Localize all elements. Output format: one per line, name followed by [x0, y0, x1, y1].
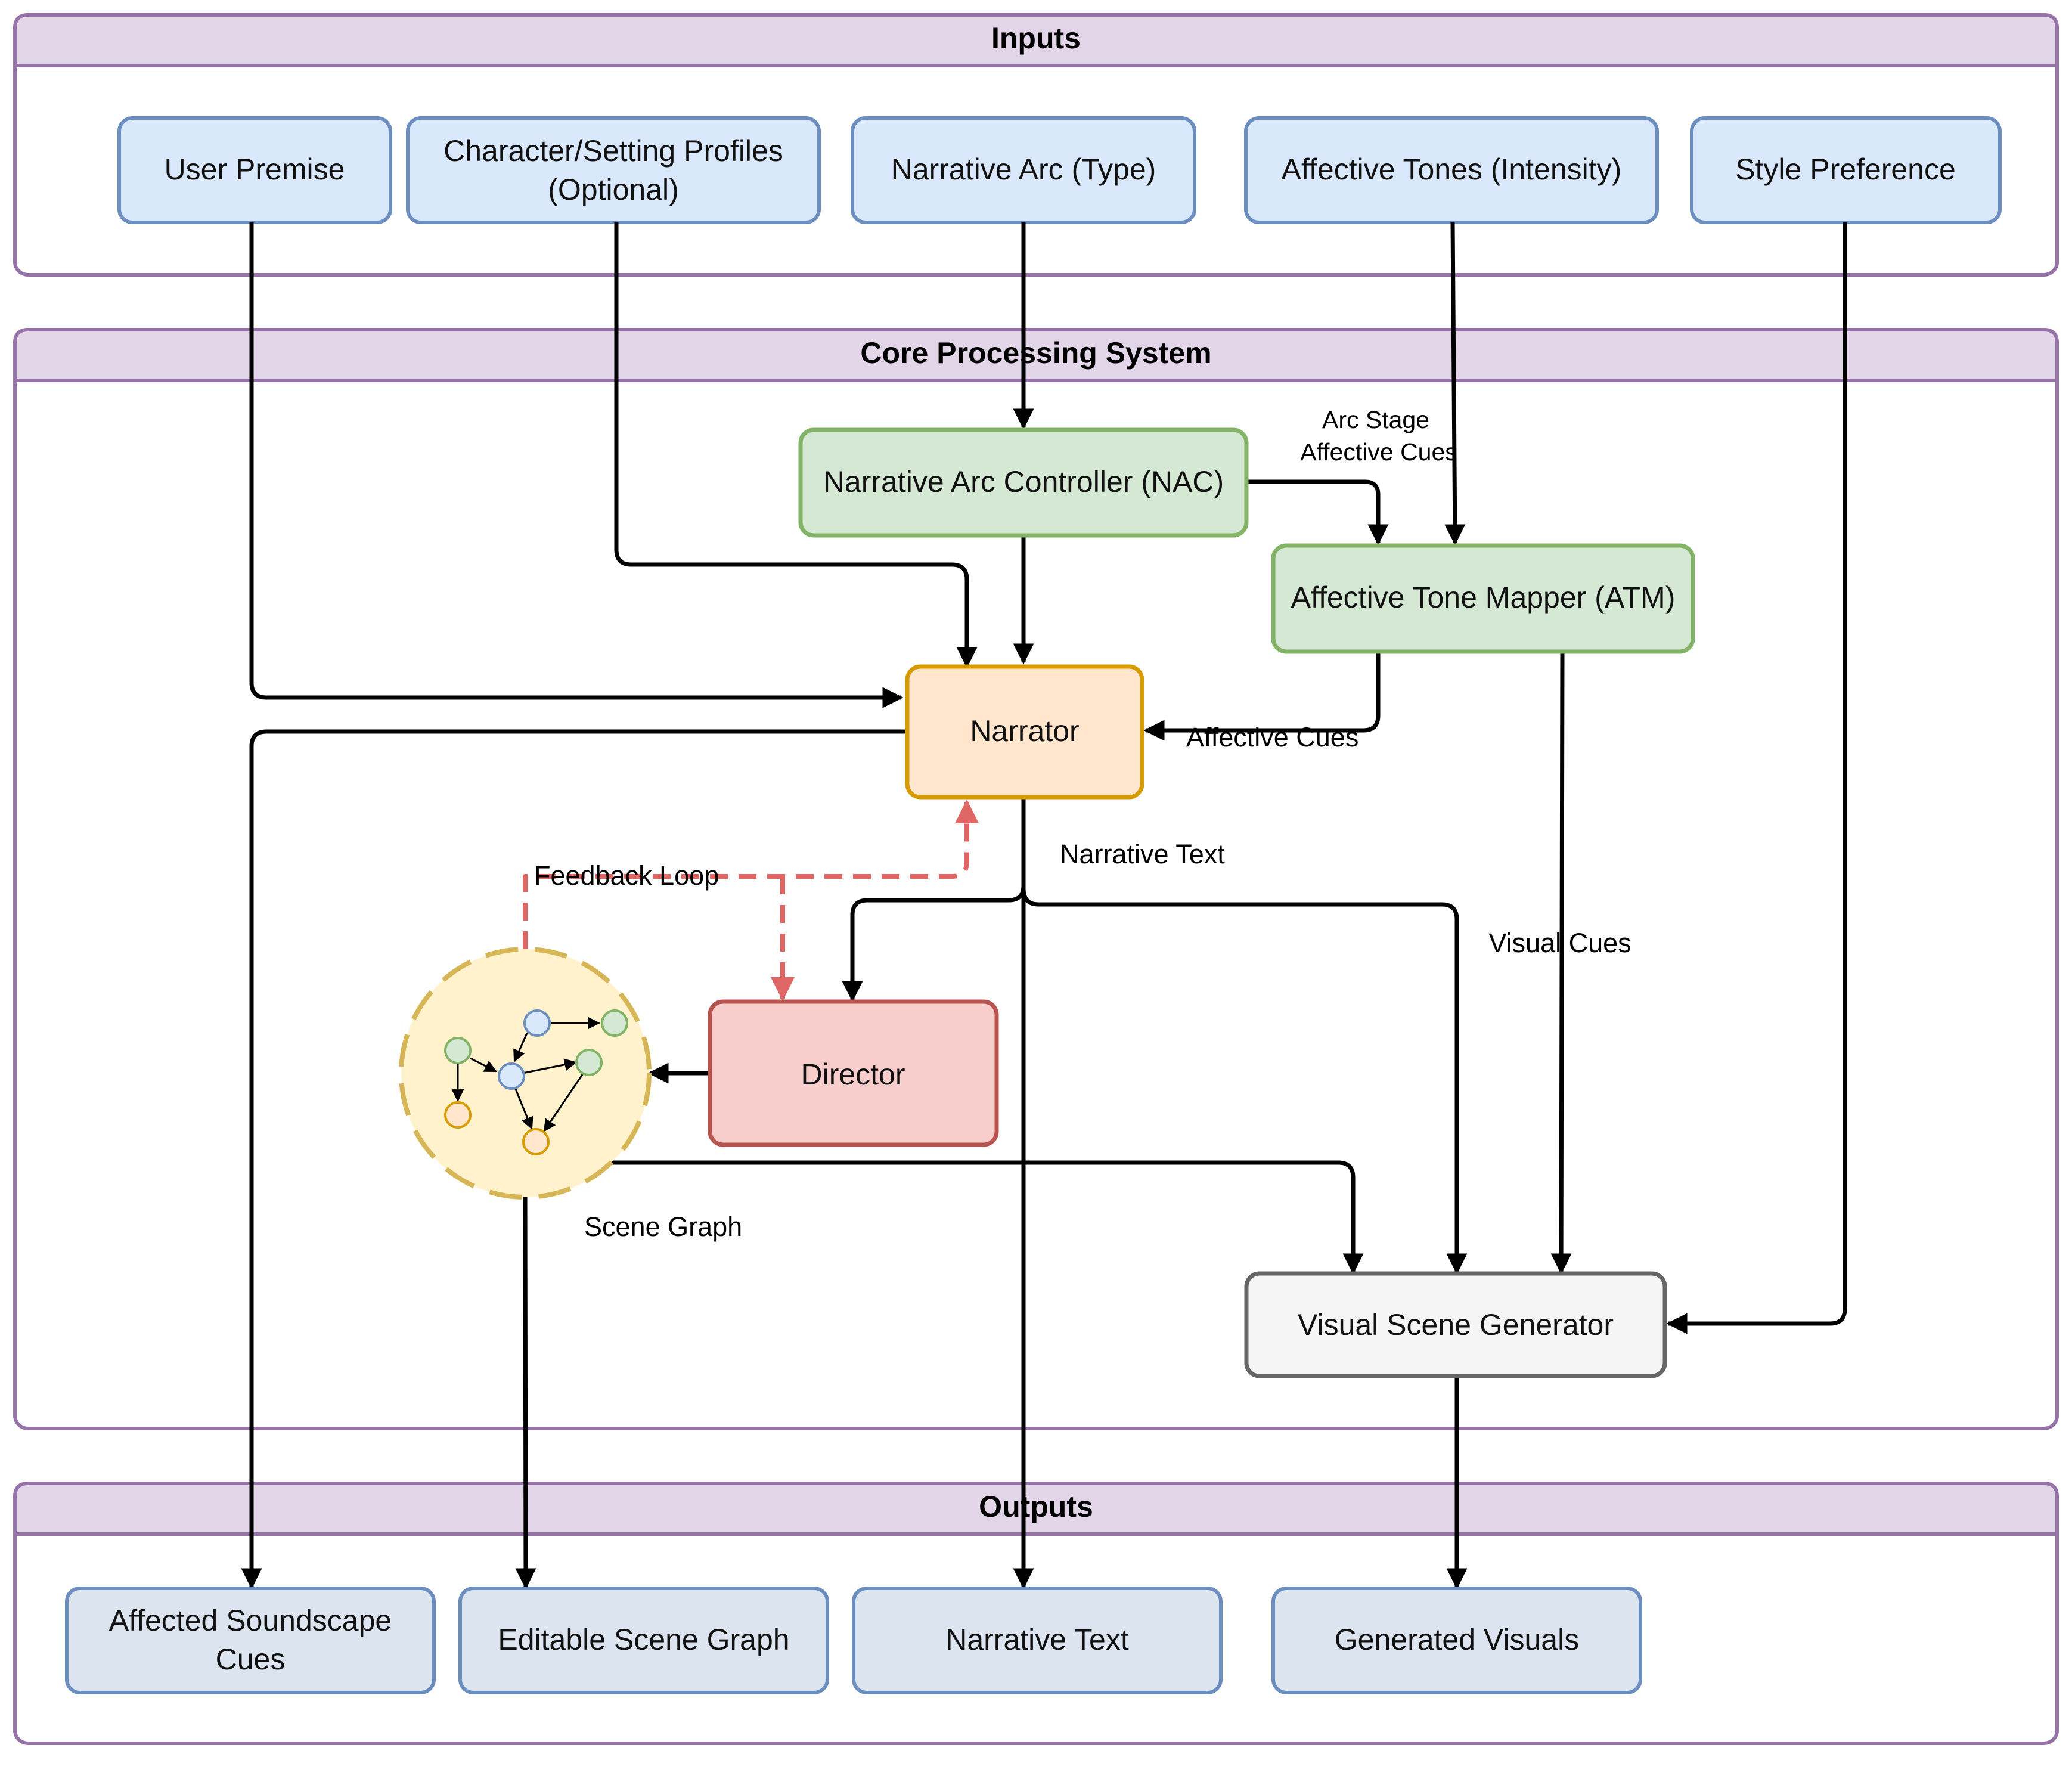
node-character-setting-profiles[interactable]: Character/Setting Profiles (Optional) [406, 116, 821, 224]
node-user-premise-label: User Premise [165, 153, 345, 186]
node-character-setting-label-1: Character/Setting Profiles [443, 134, 783, 168]
node-narrative-arc-type[interactable]: Narrative Arc (Type) [851, 116, 1196, 224]
node-user-premise[interactable]: User Premise [117, 116, 392, 224]
scene-graph-mini-graph-icon [444, 1009, 628, 1155]
node-editable-scene-graph-label: Editable Scene Graph [498, 1623, 789, 1656]
node-atm-label: Affective Tone Mapper (ATM) [1291, 581, 1676, 614]
node-director-label: Director [801, 1058, 905, 1091]
node-style-preference[interactable]: Style Preference [1690, 116, 2002, 224]
edge-atm-narrator [1143, 653, 1381, 741]
edge-tones-atm [1444, 222, 1466, 546]
lane-inputs-title: Inputs [991, 21, 1081, 55]
edge-atm-generator [1550, 652, 1572, 1275]
node-visual-scene-generator[interactable]: Visual Scene Generator [1244, 1271, 1667, 1378]
node-character-setting-label-2: (Optional) [548, 173, 679, 206]
edge-label-scene-graph: Scene Graph [584, 1211, 742, 1242]
edge-narrator-soundscape [241, 729, 905, 1589]
edge-narrator-generator [1021, 888, 1468, 1275]
edge-style-generator [1666, 222, 1847, 1334]
edge-scene-graph-editable [515, 1197, 536, 1589]
node-narrative-text-output[interactable]: Narrative Text [852, 1587, 1223, 1694]
node-affective-tones[interactable]: Affective Tones (Intensity) [1244, 116, 1659, 224]
edge-label-narrative-text: Narrative Text [1060, 839, 1225, 869]
node-visual-scene-generator-label: Visual Scene Generator [1298, 1308, 1614, 1341]
node-atm[interactable]: Affective Tone Mapper (ATM) [1271, 543, 1695, 654]
edge-user-premise-narrator [249, 222, 904, 708]
node-soundscape-label-1: Affected Soundscape [109, 1604, 392, 1637]
node-narrative-text-label: Narrative Text [945, 1623, 1129, 1656]
node-generated-visuals-label: Generated Visuals [1335, 1623, 1579, 1656]
node-soundscape-cues[interactable]: Affected Soundscape Cues [65, 1587, 436, 1694]
edge-nac-atm [1246, 479, 1389, 546]
edge-label-visual-cues: Visual Cues [1488, 928, 1631, 958]
edge-label-affective-cues: Affective Cues [1186, 722, 1358, 752]
lane-outputs-title: Outputs [979, 1490, 1093, 1523]
lane-core-title: Core Processing System [860, 336, 1211, 370]
node-affective-tones-label: Affective Tones (Intensity) [1282, 153, 1622, 186]
node-director[interactable]: Director [708, 999, 999, 1147]
node-soundscape-label-2: Cues [216, 1643, 286, 1676]
node-editable-scene-graph[interactable]: Editable Scene Graph [458, 1587, 829, 1694]
edge-feedback-loop [523, 800, 979, 949]
node-style-preference-label: Style Preference [1735, 153, 1956, 186]
node-narrative-arc-label: Narrative Arc (Type) [891, 153, 1156, 186]
edge-scene-graph-generator [607, 1160, 1364, 1275]
edge-character-narrator [614, 222, 978, 668]
edge-label-affective-cues-top: Affective Cues [1300, 438, 1457, 466]
node-nac-label: Narrative Arc Controller (NAC) [823, 465, 1224, 498]
edge-label-feedback-loop: Feedback Loop [534, 860, 719, 891]
node-nac[interactable]: Narrative Arc Controller (NAC) [798, 427, 1249, 538]
node-scene-graph[interactable] [399, 947, 652, 1200]
node-narrator[interactable]: Narrator [905, 664, 1144, 800]
node-generated-visuals[interactable]: Generated Visuals [1271, 1587, 1642, 1694]
node-narrator-label: Narrator [970, 714, 1079, 748]
edge-label-arc-stage: Arc Stage [1322, 406, 1429, 433]
